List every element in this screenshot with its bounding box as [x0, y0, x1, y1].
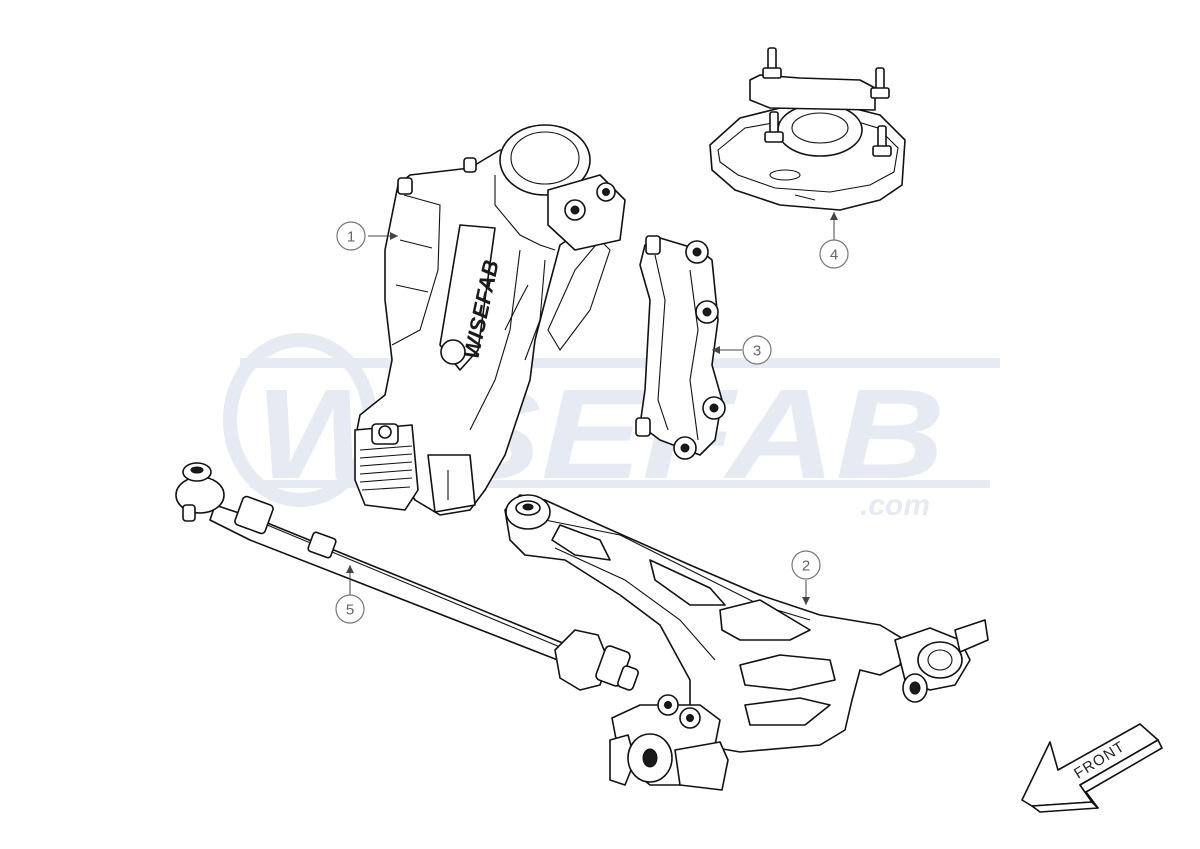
callout-3: 3: [712, 335, 772, 365]
callout-5-label: 5: [346, 602, 354, 619]
top-mount-studs: [762, 47, 892, 157]
part-4-top-mount: [709, 47, 906, 211]
part-2-control-arm: [504, 494, 989, 791]
callout-4-label: 4: [830, 247, 838, 264]
callout-2-label: 2: [802, 558, 810, 575]
part-1-upright: WISEFAB: [354, 124, 626, 516]
callout-1: 1: [336, 221, 398, 251]
callout-3-label: 3: [753, 343, 761, 360]
callout-1-label: 1: [347, 229, 355, 246]
watermark-domain: .com: [860, 489, 930, 522]
callout-5: 5: [335, 565, 365, 624]
callout-2: 2: [791, 550, 821, 605]
watermark: WISEFAB .com: [223, 333, 1000, 522]
part-3-bracket: [635, 235, 726, 460]
lower-ball-joint-threads: [359, 445, 413, 491]
front-direction-arrow: FRONT: [1021, 723, 1163, 813]
callout-4: 4: [819, 212, 849, 269]
part-5-tie-rod: [175, 462, 639, 691]
